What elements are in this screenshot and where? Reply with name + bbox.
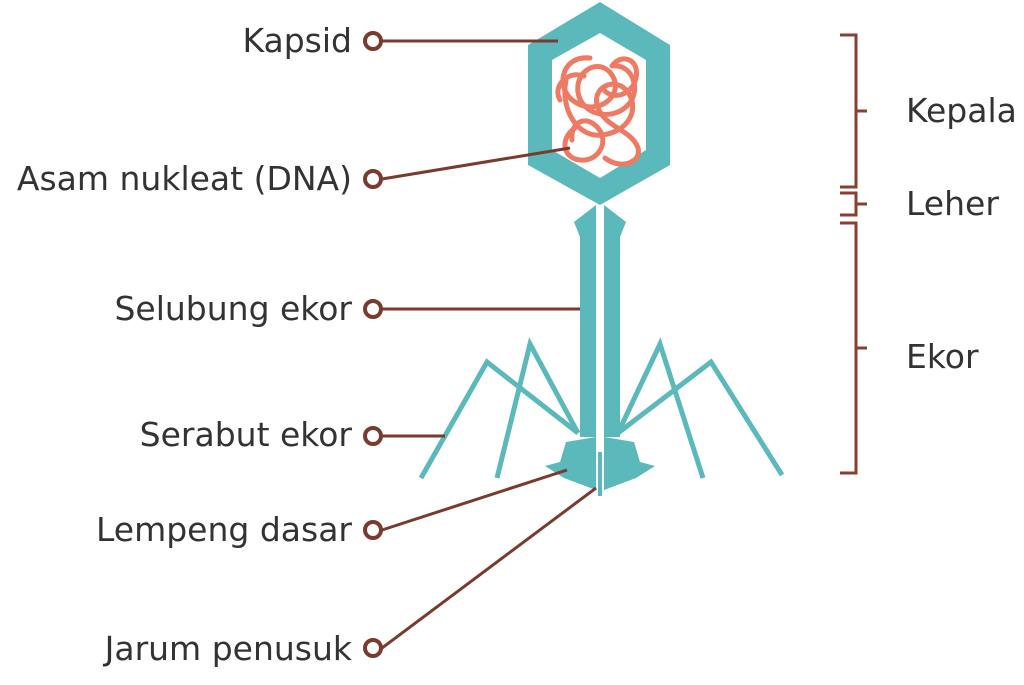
bracket-ekor	[840, 221, 867, 475]
leader-lines	[381, 39, 597, 650]
label-lempeng-dasar: Lempeng dasar	[95, 510, 352, 549]
tail-fiber-left-outer	[418, 358, 580, 480]
dna	[555, 55, 641, 167]
leader-asam-nukleat	[381, 146, 571, 181]
section-kepala: Kepala	[906, 91, 1017, 130]
leader-jarum-penusuk	[381, 486, 597, 650]
leader-dots	[363, 31, 383, 658]
dot-lempeng-dasar	[363, 520, 383, 540]
dot-serabut-ekor	[363, 426, 383, 446]
capsid	[528, 2, 670, 205]
section-brackets	[840, 33, 867, 475]
label-kapsid: Kapsid	[242, 21, 352, 60]
tail-sheath	[574, 205, 626, 437]
label-serabut-ekor: Serabut ekor	[139, 415, 352, 454]
dot-jarum-penusuk	[363, 638, 383, 658]
tail-fiber-right-inner	[615, 337, 706, 479]
dot-kapsid	[363, 31, 383, 51]
label-selubung-ekor: Selubung ekor	[114, 289, 352, 328]
tail-fiber-left-inner	[494, 337, 581, 479]
base-plate	[545, 452, 596, 490]
dot-selubung-ekor	[363, 299, 383, 319]
label-jarum-penusuk: Jarum penusuk	[104, 629, 352, 668]
bracket-leher	[840, 191, 867, 217]
label-asam-nukleat: Asam nukleat (DNA)	[16, 159, 352, 198]
dot-asam-nukleat	[363, 169, 383, 189]
bracket-kepala	[840, 33, 867, 189]
tail-spike	[598, 452, 602, 496]
base-plate-right	[604, 452, 655, 490]
tail-fiber-right-outer	[616, 358, 785, 477]
tail-fibers	[418, 337, 785, 480]
section-leher: Leher	[906, 184, 999, 223]
neck	[596, 180, 602, 200]
section-ekor: Ekor	[906, 337, 979, 376]
base-plate-top	[560, 437, 640, 462]
leader-lempeng-dasar	[381, 468, 568, 532]
